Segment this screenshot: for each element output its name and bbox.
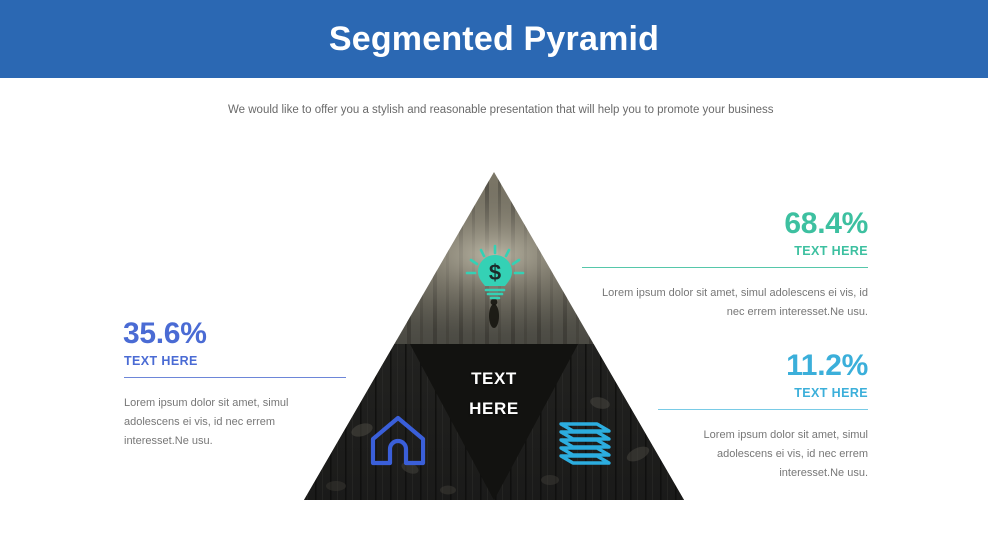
stat-block-left[interactable]: 35.6% TEXT HERE Lorem ipsum dolor sit am… bbox=[104, 316, 346, 451]
stat-left-value: 35.6% bbox=[123, 317, 207, 350]
header-band bbox=[0, 0, 988, 78]
stat-top-right-value: 68.4% bbox=[784, 207, 868, 240]
pyramid-center-label-line1: TEXT bbox=[471, 369, 517, 388]
stat-top-right-body: Lorem ipsum dolor sit amet, simul adoles… bbox=[602, 287, 868, 318]
stat-block-bottom-right[interactable]: 11.2% TEXT HERE Lorem ipsum dolor sit am… bbox=[658, 348, 868, 483]
page-title: Segmented Pyramid bbox=[328, 20, 660, 58]
stacked-layers-icon[interactable] bbox=[553, 414, 617, 468]
stat-top-right-divider bbox=[582, 267, 868, 268]
stat-left-body: Lorem ipsum dolor sit amet, simul adoles… bbox=[124, 397, 289, 447]
stat-bottom-right-value: 11.2% bbox=[786, 349, 868, 382]
pyramid-center-label: TEXT HERE bbox=[430, 364, 558, 424]
pyramid-svg bbox=[304, 172, 684, 500]
stat-bottom-right-body: Lorem ipsum dolor sit amet, simul adoles… bbox=[703, 429, 868, 479]
svg-text:$: $ bbox=[489, 260, 501, 285]
stat-left-label: TEXT HERE bbox=[124, 354, 198, 368]
pyramid-graphic[interactable]: $ TEXT HERE bbox=[300, 168, 688, 504]
stat-bottom-right-label: TEXT HERE bbox=[794, 386, 868, 400]
stat-block-top-right[interactable]: 68.4% TEXT HERE Lorem ipsum dolor sit am… bbox=[582, 206, 868, 322]
house-icon[interactable] bbox=[368, 413, 428, 468]
stat-top-right-label: TEXT HERE bbox=[794, 244, 868, 258]
stat-left-divider bbox=[124, 377, 346, 378]
pyramid-center-label-line2: HERE bbox=[469, 399, 519, 418]
lightbulb-dollar-icon[interactable]: $ bbox=[464, 244, 526, 306]
stat-bottom-right-divider bbox=[658, 409, 868, 410]
slide-subtitle: We would like to offer you a stylish and… bbox=[228, 104, 774, 116]
